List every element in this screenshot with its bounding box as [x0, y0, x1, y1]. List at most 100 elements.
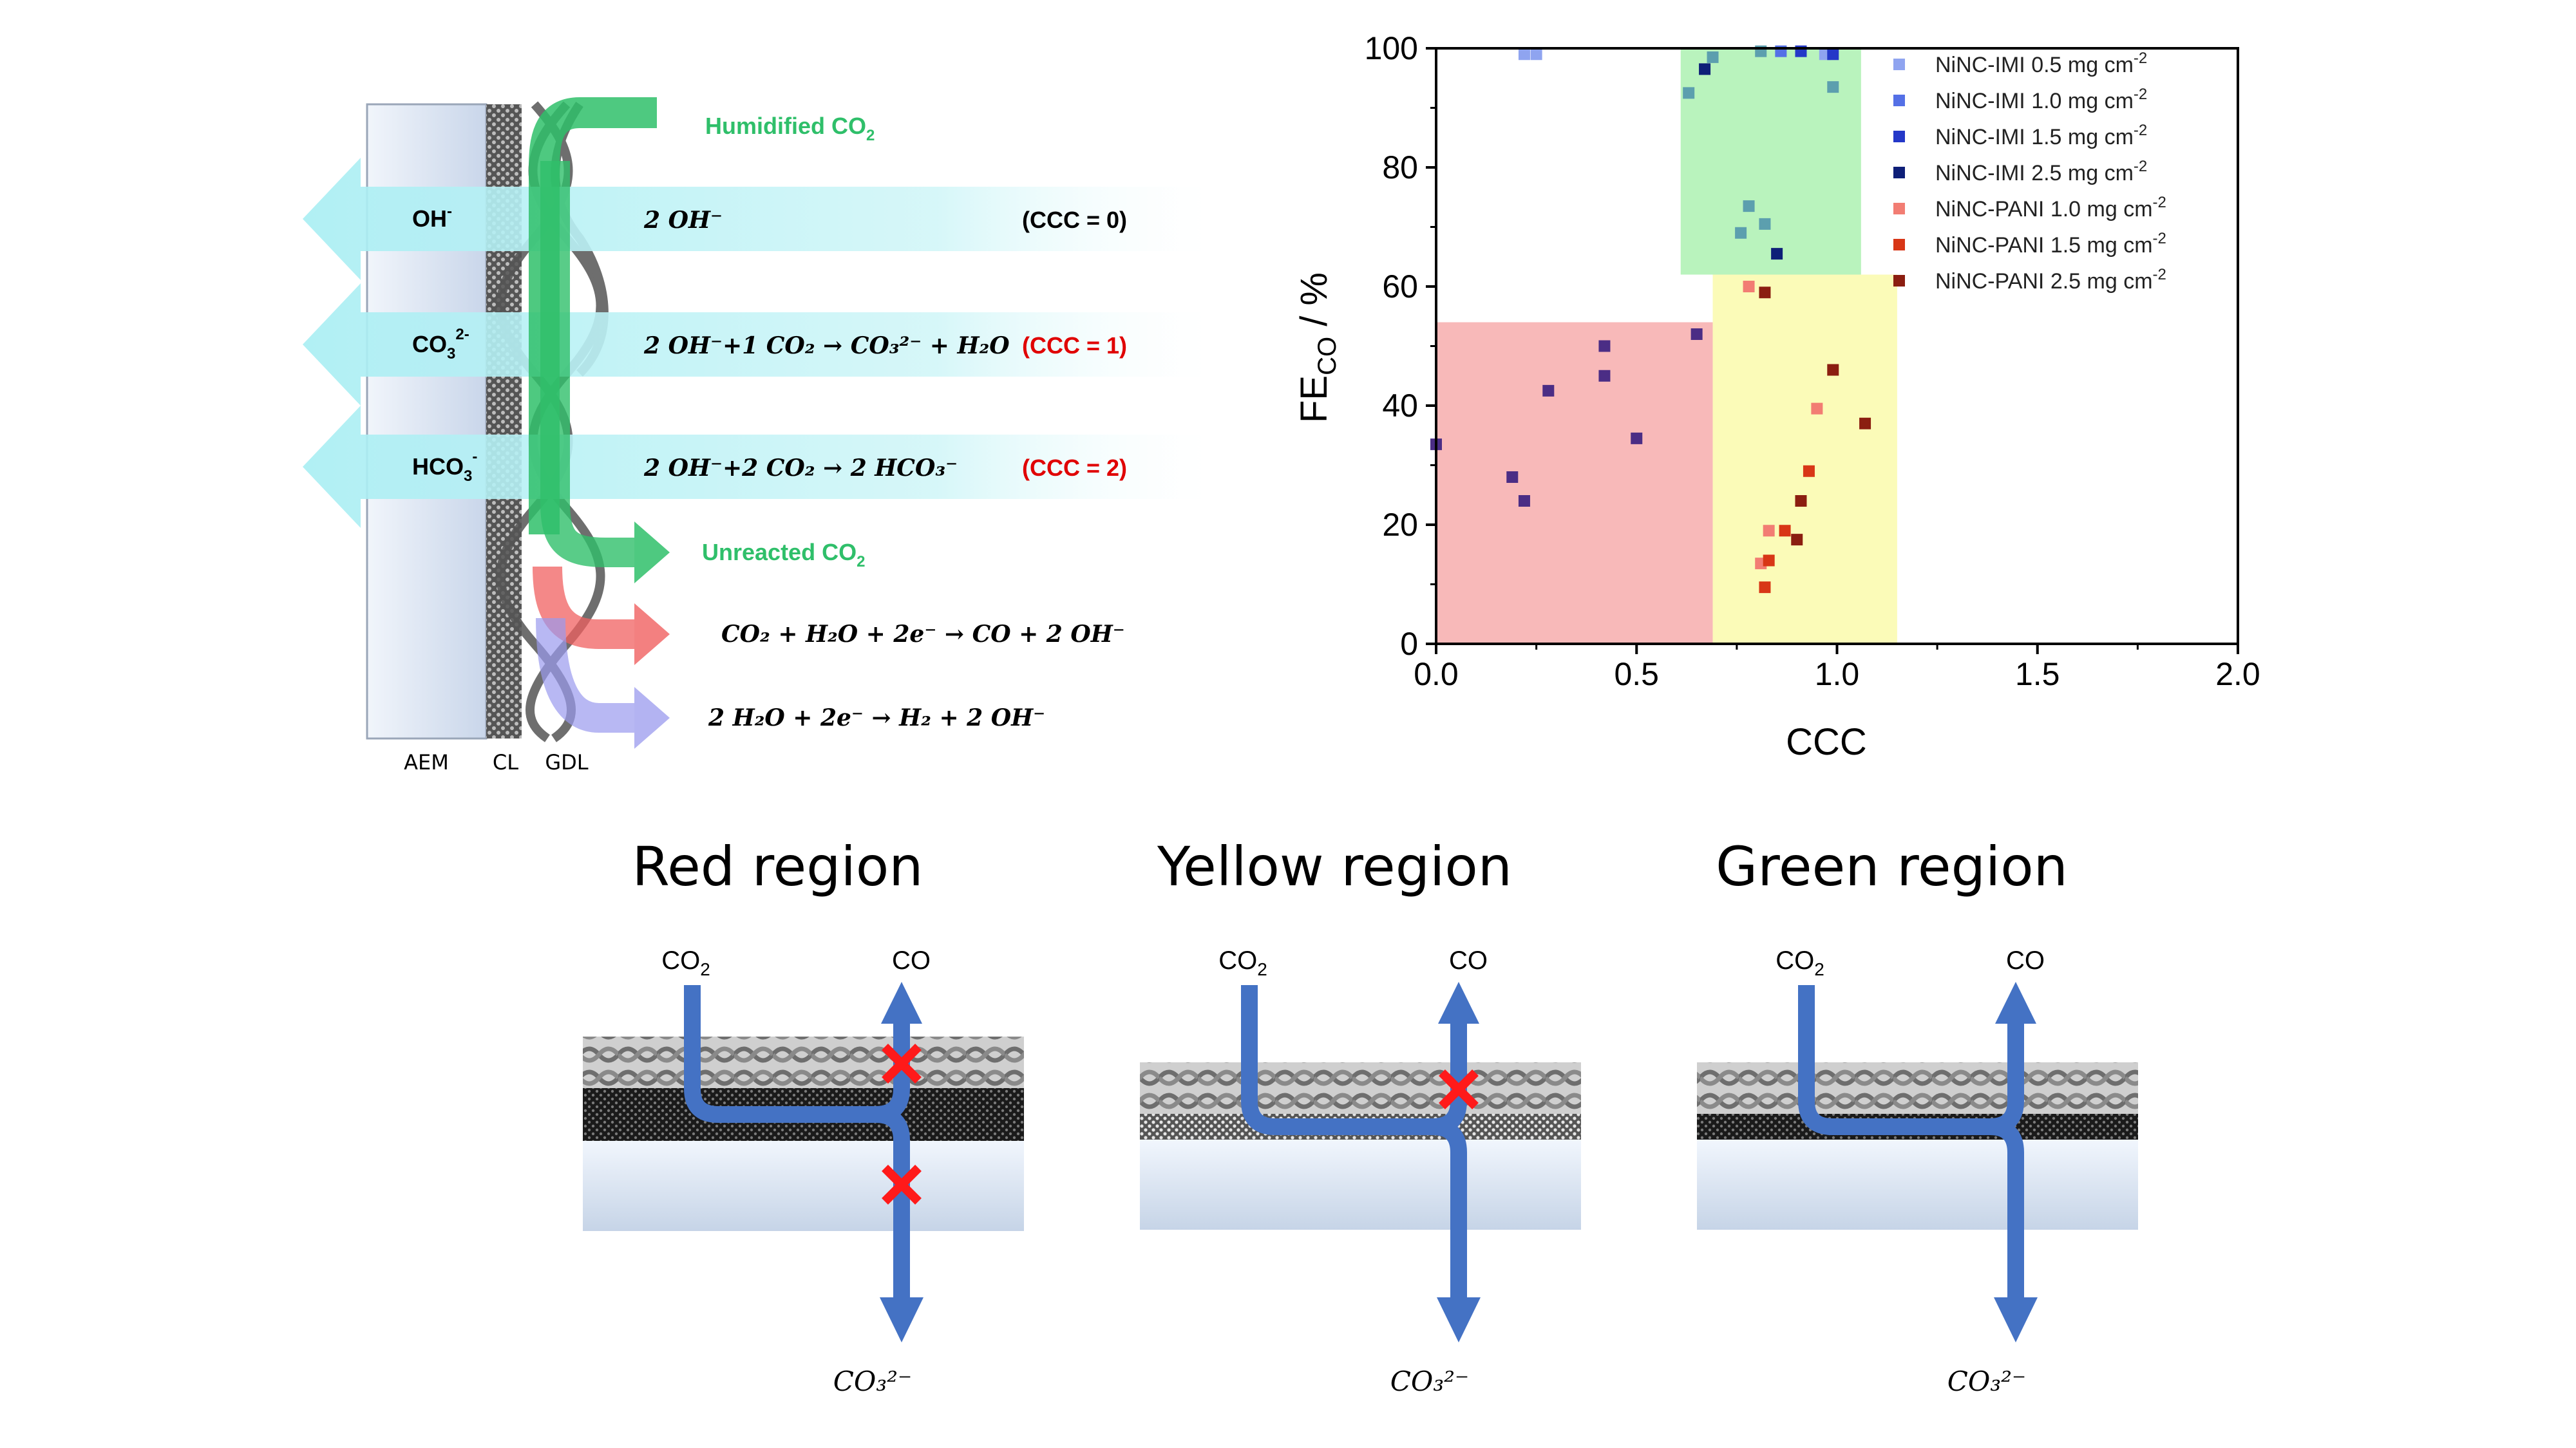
- legend-swatch: [1893, 275, 1905, 287]
- data-point: [1631, 432, 1643, 444]
- region-title: Red region: [632, 835, 923, 898]
- ion-equation: 2 OH⁻+1 CO₂ → CO₃²⁻ + H₂O: [643, 332, 1010, 359]
- data-point: [1598, 370, 1611, 382]
- blocked-cross: [1439, 1069, 1479, 1109]
- x-tick-label: 1.5: [2015, 656, 2060, 692]
- co-label: CO: [1449, 946, 1488, 975]
- gdl-layer: [1140, 1062, 1581, 1114]
- data-point: [1690, 328, 1703, 340]
- co2-to-co-path: [1241, 985, 1467, 1135]
- region-red: [1436, 322, 1713, 644]
- legend-swatch: [1893, 59, 1905, 70]
- legend-label: NiNC-IMI 2.5 mg cm-2: [1935, 158, 2147, 185]
- data-point: [1803, 465, 1815, 477]
- h2-reaction-equation: 2 H₂O + 2e⁻ → H₂ + 2 OH⁻: [708, 704, 1045, 731]
- data-point: [1743, 281, 1755, 292]
- unreacted-co2-label: Unreacted CO2: [702, 539, 865, 570]
- y-tick-label: 60: [1382, 268, 1418, 305]
- data-point: [1735, 227, 1747, 239]
- legend-swatch: [1893, 203, 1905, 214]
- legend-label: NiNC-IMI 1.0 mg cm-2: [1935, 86, 2147, 113]
- legend-swatch: [1893, 167, 1905, 178]
- data-point: [1518, 48, 1530, 61]
- ion-label: HCO3-: [412, 448, 477, 485]
- ion-label: OH-: [412, 203, 452, 232]
- data-point: [1518, 495, 1530, 507]
- carbonate-arrowhead: [1437, 1297, 1481, 1342]
- unreacted-co2-arrowhead: [634, 522, 670, 583]
- y-axis-label: FECO / %: [1293, 272, 1341, 423]
- legend-item: NiNC-IMI 0.5 mg cm-2: [1893, 50, 2147, 77]
- legend-swatch: [1893, 131, 1905, 142]
- data-point: [1771, 248, 1783, 260]
- co-product-arrowhead: [634, 603, 670, 665]
- data-point: [1759, 287, 1771, 299]
- data-point: [1795, 495, 1807, 507]
- x-tick-label: 2.0: [2215, 656, 2260, 692]
- legend-item: NiNC-IMI 1.5 mg cm-2: [1893, 122, 2147, 149]
- data-point: [1827, 48, 1839, 61]
- legend-swatch: [1893, 95, 1905, 106]
- x-tick-label: 1.0: [1815, 656, 1860, 692]
- gdl-label: GDL: [545, 750, 588, 775]
- data-point: [1759, 218, 1771, 230]
- h2-product-arrowhead: [634, 687, 670, 749]
- data-point: [1763, 554, 1775, 567]
- data-point: [1683, 87, 1695, 99]
- blocked-cross: [882, 1165, 922, 1205]
- x-axis-label: CCC: [1786, 721, 1867, 763]
- data-point: [1859, 417, 1871, 429]
- co-arrowhead: [881, 982, 922, 1024]
- data-point: [1759, 581, 1771, 594]
- x-tick-label: 0.5: [1614, 656, 1659, 692]
- gdl-layer: [1697, 1062, 2138, 1114]
- co2-to-co-path: [1798, 985, 2024, 1135]
- chart-axes: 0.0 0.5 1.0 1.5 2.0 0 20 40 60 80 100: [1365, 30, 2260, 692]
- y-tick-label: 40: [1382, 388, 1418, 424]
- fe-vs-ccc-chart: 0.0 0.5 1.0 1.5 2.0 0 20 40 60 80 100 NiNC-IMI 0.5…: [1293, 30, 2260, 763]
- region-title: Green region: [1716, 835, 2068, 898]
- legend-swatch: [1893, 239, 1905, 250]
- legend-label: NiNC-PANI 1.5 mg cm-2: [1935, 230, 2166, 258]
- legend-item: NiNC-PANI 1.0 mg cm-2: [1893, 194, 2166, 221]
- carbonate-path: [875, 1106, 910, 1301]
- legend-item: NiNC-PANI 1.5 mg cm-2: [1893, 230, 2166, 258]
- mechanism-diagram: OH-2 OH⁻(CCC = 0)CO32-2 OH⁻+1 CO₂ → CO₃²…: [303, 97, 1211, 775]
- legend-item: NiNC-IMI 2.5 mg cm-2: [1893, 158, 2147, 185]
- co2-label: CO2: [1776, 946, 1824, 979]
- carbonate-path: [1432, 1118, 1467, 1301]
- x-tick-label: 0.0: [1414, 656, 1459, 692]
- aem-label: AEM: [404, 750, 449, 775]
- data-point: [1707, 51, 1719, 63]
- carbonate-arrowhead: [880, 1297, 923, 1342]
- ccc-value: (CCC = 0): [1022, 207, 1127, 233]
- co-label: CO: [892, 946, 931, 975]
- carbonate-path: [1989, 1118, 2024, 1301]
- co-arrowhead: [1438, 982, 1479, 1024]
- unreacted-co2-arrow: [540, 161, 634, 567]
- ion-equation: 2 OH⁻+2 CO₂ → 2 HCO₃⁻: [643, 455, 958, 482]
- legend-item: NiNC-PANI 2.5 mg cm-2: [1893, 266, 2166, 294]
- data-point: [1779, 525, 1791, 537]
- y-tick-label: 80: [1382, 149, 1418, 185]
- data-point: [1763, 525, 1775, 537]
- legend-label: NiNC-PANI 1.0 mg cm-2: [1935, 194, 2166, 221]
- gdl-layer: [583, 1037, 1024, 1088]
- legend-label: NiNC-PANI 2.5 mg cm-2: [1935, 266, 2166, 294]
- carbonate-label: CO₃²⁻: [1390, 1366, 1469, 1397]
- co-label: CO: [2006, 946, 2045, 975]
- data-point: [1598, 340, 1611, 352]
- carbonate-label: CO₃²⁻: [1947, 1366, 2026, 1397]
- y-tick-label: 0: [1400, 626, 1418, 662]
- y-tick-label: 20: [1382, 507, 1418, 543]
- data-point: [1743, 200, 1755, 212]
- y-tick-label: 100: [1365, 30, 1418, 66]
- ccc-value: (CCC = 2): [1022, 455, 1127, 481]
- co2-label: CO2: [1218, 946, 1267, 979]
- data-point: [1506, 471, 1519, 483]
- co2-to-co-path: [684, 985, 910, 1123]
